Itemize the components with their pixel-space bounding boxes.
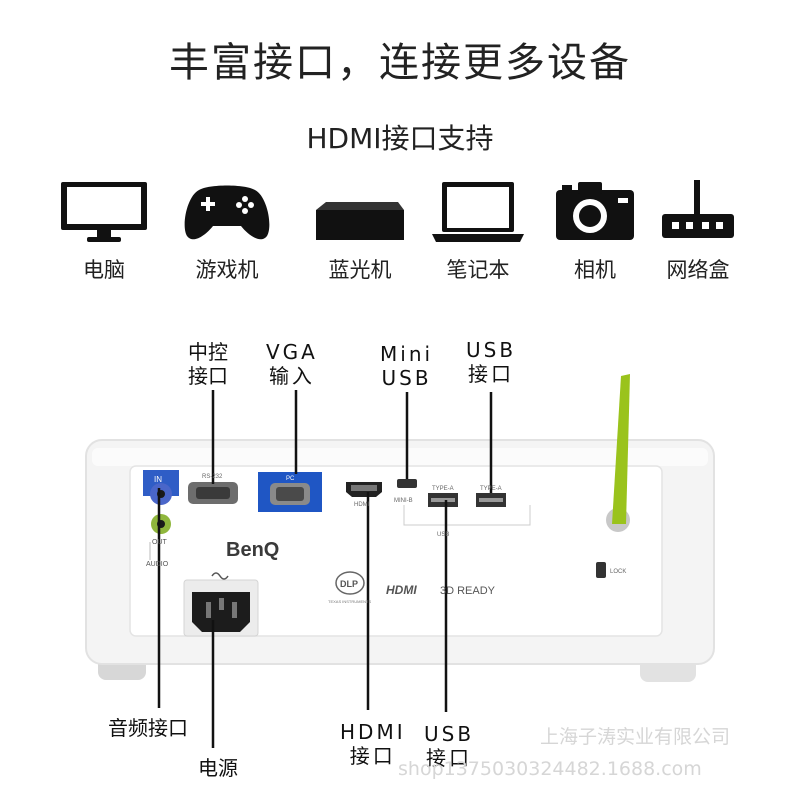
- audio-out-label: OUT: [152, 539, 168, 546]
- device-console: 游戏机: [172, 180, 282, 284]
- device-bluray: 蓝光机: [305, 180, 415, 284]
- usb-port-1-tongue: [431, 498, 455, 502]
- antenna: [612, 374, 630, 524]
- callout-audio: 音频接口: [108, 716, 188, 740]
- device-label: 笔记本: [446, 258, 510, 282]
- usb-panel-label: USB: [437, 532, 449, 538]
- pc-label: PC: [286, 476, 295, 482]
- 3d-ready-label: 3D READY: [440, 585, 496, 597]
- kensington-lock: [596, 562, 606, 578]
- device-laptop: 笔记本: [423, 180, 533, 284]
- vga-pins: [276, 487, 304, 501]
- audio-label: AUDIO: [146, 561, 169, 568]
- callout-control: 中控 接口: [188, 340, 228, 388]
- mini-b-label: MINI-B: [394, 498, 413, 504]
- power-pin: [232, 602, 237, 618]
- dlp-sub-label: TEXAS INSTRUMENTS: [328, 599, 371, 604]
- callout-power: 电源: [198, 756, 238, 780]
- page-title: 丰富接口，连接更多设备: [169, 40, 631, 86]
- device-computer: 电脑: [49, 180, 159, 284]
- brand-logo: BenQ: [226, 539, 279, 561]
- gamepad-icon: [184, 185, 270, 240]
- dlp-badge: [335, 571, 365, 595]
- usb-port-2-tongue: [479, 498, 503, 502]
- dlp-label: DLP: [340, 579, 358, 589]
- projector-top-edge: [92, 448, 708, 466]
- device-label: 游戏机: [195, 258, 259, 282]
- callout-mini-usb: Mini USB: [380, 342, 434, 390]
- device-label: 蓝光机: [328, 258, 392, 282]
- device-label: 电脑: [83, 258, 125, 282]
- camera-icon: [556, 182, 634, 240]
- device-netbox: 网络盒: [643, 180, 753, 284]
- type-a-label-2: TYPE-A: [480, 486, 502, 492]
- hdmi-pins: [351, 485, 377, 491]
- rs232-pins: [196, 487, 230, 499]
- laptop-icon: [432, 182, 524, 242]
- router-icon: [662, 180, 734, 238]
- power-pin: [219, 598, 224, 610]
- device-camera: 相机: [540, 180, 650, 284]
- bluray-player-icon: [316, 202, 404, 240]
- hdmi-port-label: HDMI: [354, 502, 370, 508]
- power-pin: [206, 602, 211, 618]
- type-a-label-1: TYPE-A: [432, 486, 454, 492]
- callout-usb-bottom: USB 接口: [424, 722, 475, 770]
- device-label: 网络盒: [666, 258, 730, 282]
- page-subtitle: HDMI接口支持: [306, 122, 494, 155]
- callout-hdmi: HDMI 接口: [340, 720, 406, 768]
- callout-vga: VGA 输入: [266, 340, 318, 388]
- monitor-icon: [61, 182, 147, 242]
- device-label: 相机: [574, 258, 616, 282]
- mini-usb-port: [397, 479, 417, 488]
- watermark-shop: shop1375030324482.1688.com: [398, 758, 702, 780]
- ac-symbol: [211, 572, 229, 580]
- audio-in-label: IN: [154, 475, 162, 484]
- usb-bracket: [403, 505, 531, 526]
- hdmi-logo: HDMI: [386, 583, 417, 597]
- callout-usb-top: USB 接口: [466, 338, 517, 386]
- lock-label: LOCK: [610, 569, 626, 575]
- rs232-label: RS-232: [202, 474, 223, 480]
- watermark-company: 上海子涛实业有限公司: [540, 726, 731, 748]
